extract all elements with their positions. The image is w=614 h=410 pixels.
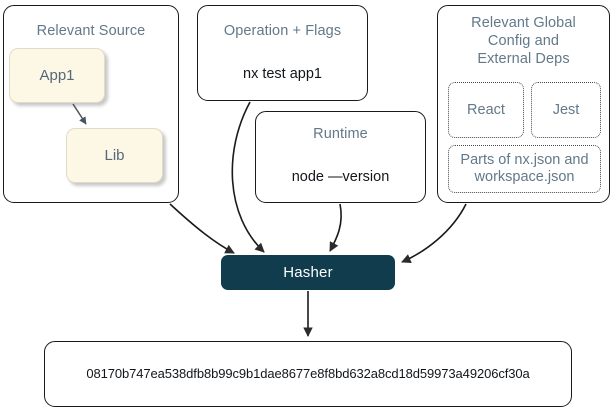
runtime-command-text: node —version xyxy=(291,169,390,185)
edge-runtime-to-hasher xyxy=(329,203,342,252)
output-hash-value: 08170b747ea538dfb8b99c9b1dae8677e8f8bd63… xyxy=(86,366,530,381)
hasher-label: Hasher xyxy=(283,264,333,281)
edge-source-to-hasher xyxy=(169,203,235,254)
group-global-config-title-line-3: External Deps xyxy=(477,51,570,67)
output-hash-box: 08170b747ea538dfb8b99c9b1dae8677e8f8bd63… xyxy=(44,341,572,407)
dep-jest-label: Jest xyxy=(552,101,580,118)
dep-react-box[interactable]: React xyxy=(448,82,524,138)
node-lib[interactable]: Lib xyxy=(66,128,163,183)
group-operation-flags-title: Operation + Flags xyxy=(223,23,342,39)
node-app1-label: App1 xyxy=(39,67,75,84)
group-global-config-title-line-2: Config and xyxy=(487,33,560,49)
hasher-box[interactable]: Hasher xyxy=(221,255,395,290)
dep-react-label: React xyxy=(467,101,505,118)
edge-config-to-hasher xyxy=(401,203,467,263)
group-runtime-title: Runtime xyxy=(313,126,368,142)
group-global-config-title-line-1: Relevant Global xyxy=(471,15,576,31)
node-app1[interactable]: App1 xyxy=(9,48,105,103)
dep-jest-box[interactable]: Jest xyxy=(531,82,601,138)
node-lib-label: Lib xyxy=(104,147,125,164)
config-files-label: Parts of nx.json and workspace.json xyxy=(460,152,589,185)
config-files-box[interactable]: Parts of nx.json and workspace.json xyxy=(448,145,601,193)
group-runtime: Runtime node —version xyxy=(255,111,426,203)
operation-command-text: nx test app1 xyxy=(243,66,322,82)
group-relevant-source-title: Relevant Source xyxy=(36,23,146,39)
group-operation-flags: Operation + Flags nx test app1 xyxy=(197,5,368,101)
